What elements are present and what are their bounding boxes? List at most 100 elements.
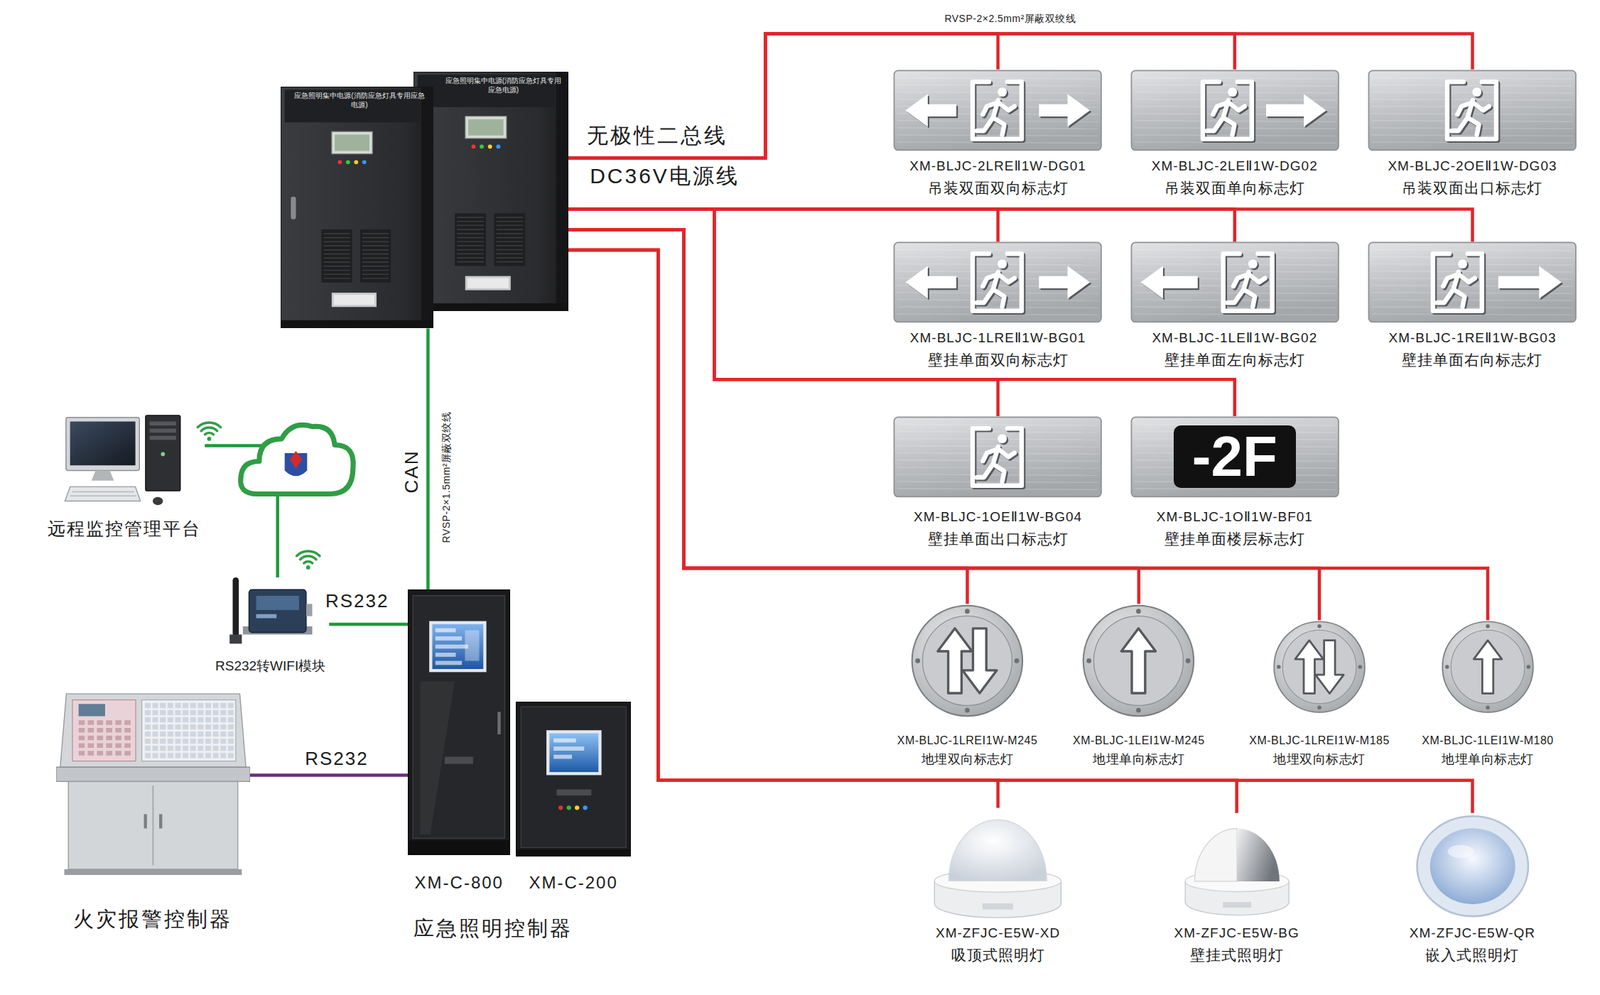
sign-lamp: XM-BLJC-1OⅡ1W-BF01壁挂单面楼层标志灯-2F	[1130, 416, 1340, 550]
drawing-part	[1371, 264, 1574, 266]
drawing-part	[964, 609, 970, 615]
drawing-part	[456, 224, 484, 226]
drawing-part	[167, 746, 174, 751]
drawing-part	[232, 577, 239, 637]
drawing-part	[205, 703, 212, 709]
drawing-part	[972, 81, 1022, 139]
drawing-part	[362, 273, 389, 275]
drawing-part	[362, 237, 389, 239]
drawing-part	[197, 717, 204, 723]
drawing-part	[144, 746, 151, 751]
cabinet-label: 应急照明集中电源(消防应急灯具专用应急电源)	[290, 90, 428, 110]
drawing-part	[897, 474, 1099, 476]
drawing-part	[190, 717, 197, 723]
drawing-part	[63, 413, 185, 511]
drawing-part	[435, 661, 462, 666]
drawing-part	[220, 710, 226, 716]
drawing-part	[905, 93, 958, 127]
drawing-part	[228, 717, 234, 723]
drawing-part	[582, 805, 587, 810]
wifi-module-art	[224, 577, 317, 655]
drawing-part	[1498, 266, 1562, 300]
drawing-part	[228, 738, 234, 744]
lamp-name: 吊装双面双向标志灯	[927, 176, 1069, 199]
drawing-part	[553, 746, 585, 751]
drawing-part	[413, 71, 569, 312]
drawing-part	[976, 446, 1015, 482]
drawing-part	[1140, 266, 1198, 300]
drawing-part	[435, 652, 457, 658]
drawing-part	[159, 814, 162, 829]
drawing-part	[413, 71, 569, 312]
drawing-part	[1371, 127, 1574, 129]
drawing-part	[897, 306, 1099, 308]
drawing-part	[1131, 417, 1339, 497]
drawing-part	[964, 708, 970, 714]
drawing-part	[466, 277, 508, 288]
drawing-part	[893, 241, 1102, 324]
drawing-part	[553, 738, 577, 744]
sign-lamp: XM-BLJC-1OEⅡ1W-BG04壁挂单面出口标志灯	[893, 416, 1102, 550]
drawing-part	[182, 731, 189, 737]
cable-spec: RVSP-2×2.5mm²屏蔽双绞线	[944, 12, 1076, 25]
drawing-part	[331, 292, 377, 307]
drawing-part	[96, 720, 104, 725]
drawing-part	[105, 750, 113, 756]
drawing-part	[1485, 706, 1490, 711]
drawing-part	[1367, 241, 1577, 324]
drawing-part	[976, 100, 1015, 135]
drawing-part	[205, 753, 212, 759]
drawing-part	[280, 320, 434, 329]
sign-lamp: XM-BLJC-2LREⅡ1W-DG01吊装双面双向标志灯	[893, 69, 1102, 200]
drawing-part	[1039, 93, 1091, 127]
drawing-part	[413, 596, 506, 840]
drawing-part	[1202, 81, 1252, 139]
drawing-part	[152, 710, 159, 716]
drawing-part	[1434, 255, 1484, 313]
drawing-part	[144, 738, 151, 744]
drawing-part	[479, 144, 484, 149]
drawing-part	[498, 711, 501, 735]
drawing-part	[566, 805, 572, 810]
drawing-part	[105, 743, 113, 748]
drawing-part	[515, 849, 631, 857]
drawing-part	[228, 753, 234, 759]
text-stack: XM-BLJC-1LEⅠ1W-M245地埋单向标志灯	[1069, 603, 1209, 769]
drawing-part	[197, 422, 221, 428]
lighting-lamp-art	[1412, 813, 1533, 920]
text-stack: XM-BLJC-1LEⅡ1W-BG02壁挂单面左向标志灯	[1130, 241, 1340, 371]
drawing-part	[96, 728, 104, 733]
text-stack: XM-C-200	[515, 701, 631, 894]
lamp-name: 壁挂单面楼层标志灯	[1164, 527, 1306, 550]
drawing-part	[423, 180, 429, 203]
lamp-name: 嵌入式照明灯	[1425, 944, 1520, 967]
model-number: XM-BLJC-2OEⅡ1W-DG03	[1387, 154, 1557, 177]
drawing-part	[190, 753, 197, 759]
drawing-part	[982, 903, 1014, 911]
text-stack: 应急照明集中电源(消防应急灯具专用应急电源)	[413, 71, 569, 95]
drawing-part	[159, 724, 166, 730]
drawing-part	[229, 634, 242, 644]
sign-lamp-art	[1130, 69, 1340, 152]
drawing-part	[228, 731, 234, 737]
floor-sign-lamp-art	[1081, 603, 1196, 719]
drawing-part	[197, 724, 204, 730]
drawing-part	[495, 233, 523, 235]
model-number: XM-C-200	[528, 871, 618, 895]
drawing-part	[144, 731, 151, 737]
drawing-part	[1434, 255, 1484, 313]
drawing-part	[974, 83, 1024, 140]
drawing-part	[70, 495, 137, 496]
drawing-part	[280, 86, 434, 329]
drawing-part	[962, 628, 997, 694]
drawing-part	[306, 565, 311, 570]
drawing-part	[213, 746, 219, 751]
drawing-part	[72, 491, 135, 493]
drawing-part	[159, 710, 166, 716]
drawing-part	[248, 589, 306, 633]
drawing-part	[115, 728, 122, 733]
drawing-part	[972, 254, 1022, 312]
drawing-part	[145, 415, 181, 491]
drawing-part	[1222, 254, 1272, 312]
